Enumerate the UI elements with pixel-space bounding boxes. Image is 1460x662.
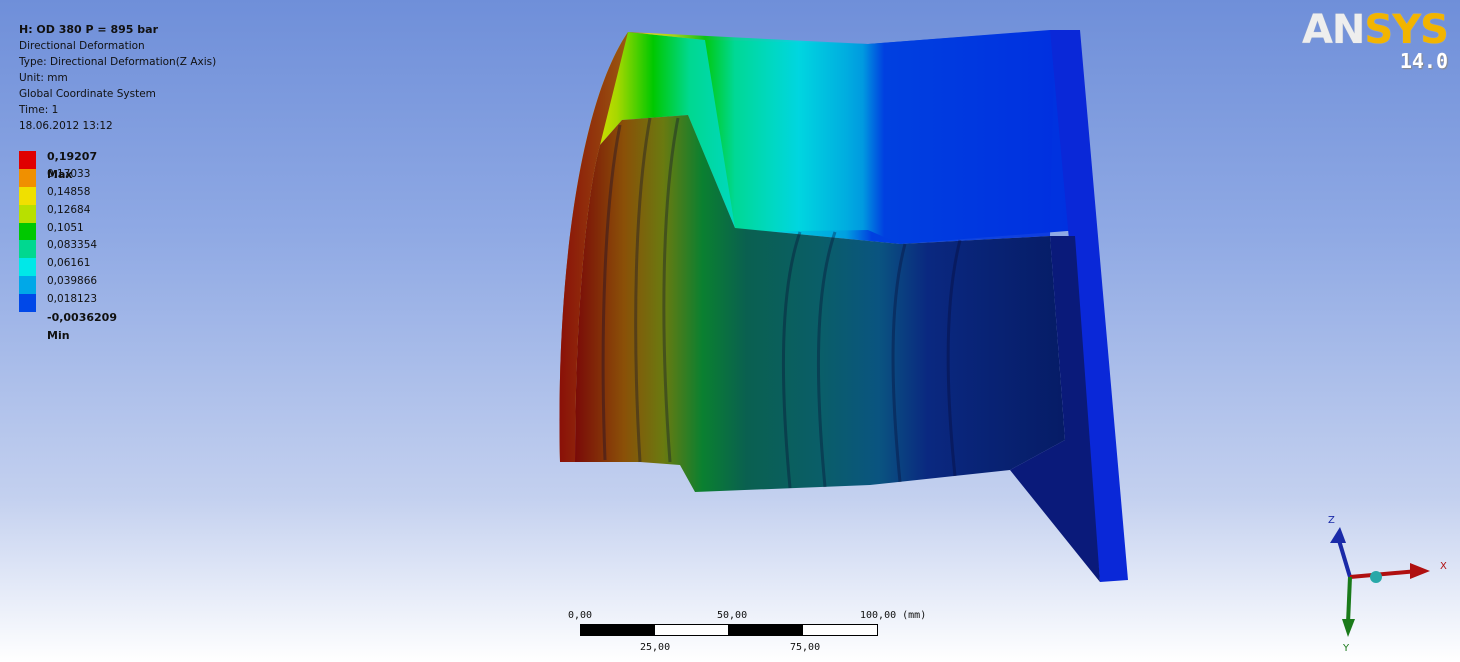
scale-label-100: 100,00 (mm) xyxy=(860,610,927,621)
scale-segment-3 xyxy=(728,624,804,636)
legend-band xyxy=(19,258,36,277)
z-axis-label: Z xyxy=(1328,515,1335,526)
analysis-title: H: OD 380 P = 895 bar xyxy=(19,23,158,36)
y-axis-arrow xyxy=(1342,619,1355,637)
inner-bore-surface xyxy=(575,115,1065,492)
x-axis-label: X xyxy=(1440,561,1447,572)
legend-band xyxy=(19,294,36,313)
result-unit: Unit: mm xyxy=(19,72,68,84)
legend-color-bar xyxy=(19,151,36,313)
outer-ring-surface xyxy=(628,30,1055,244)
scale-label-50: 50,00 xyxy=(717,610,748,621)
end-plate-side xyxy=(1050,30,1128,582)
z-axis-arrow xyxy=(1330,527,1346,543)
legend-max-label: 0,19207 Max xyxy=(47,150,98,181)
legend-value: 0,14858 xyxy=(47,185,91,198)
scale-segment-1 xyxy=(580,624,656,636)
scale-label-75: 75,00 xyxy=(790,642,821,653)
x-axis-arrow xyxy=(1410,563,1430,579)
legend-min-label: -0,0036209 Min xyxy=(47,311,117,342)
triad-origin-ball xyxy=(1370,571,1382,583)
legend-band xyxy=(19,240,36,259)
ansys-logo: ANSYS 14.0 xyxy=(1301,7,1449,73)
coordinate-system: Global Coordinate System xyxy=(19,88,156,100)
legend-labels: 0,19207 Max 0,17033 0,14858 0,12684 0,10… xyxy=(47,148,117,342)
coordinate-triad[interactable]: Z X Y xyxy=(1310,505,1455,655)
scale-bar: 0,00 50,00 100,00 (mm) 25,00 75,00 xyxy=(560,606,940,656)
legend-value: 0,12684 xyxy=(47,203,91,216)
result-timestamp: 18.06.2012 13:12 xyxy=(19,120,113,132)
legend-value: 0,039866 xyxy=(47,275,98,288)
scale-label-0: 0,00 xyxy=(568,610,593,621)
legend-band xyxy=(19,276,36,295)
scale-label-25: 25,00 xyxy=(640,642,671,653)
left-face xyxy=(559,32,628,462)
legend-band xyxy=(19,204,36,223)
legend-value: 0,1051 xyxy=(47,221,84,234)
scale-segment-2 xyxy=(654,624,730,636)
logo-wordmark: ANSYS xyxy=(1301,7,1449,53)
z-axis-line xyxy=(1336,536,1352,578)
result-time: Time: 1 xyxy=(19,104,59,116)
groove-lines xyxy=(601,117,962,489)
logo-sys: SYS xyxy=(1364,7,1449,53)
legend-band xyxy=(19,168,36,187)
result-info-panel: H: OD 380 P = 895 bar Directional Deform… xyxy=(19,22,216,134)
legend-value: 0,083354 xyxy=(47,239,98,252)
legend-value: 0,06161 xyxy=(47,257,91,270)
y-axis-line xyxy=(1346,576,1352,624)
legend-band xyxy=(19,222,36,241)
x-axis-line xyxy=(1349,569,1419,579)
logo-version: 14.0 xyxy=(1399,49,1448,73)
scale-segment-4 xyxy=(802,624,878,636)
result-name: Directional Deformation xyxy=(19,40,145,52)
legend-value: 0,17033 xyxy=(47,167,91,180)
legend-band xyxy=(19,151,36,169)
legend-value: 0,018123 xyxy=(47,293,98,306)
logo-an: AN xyxy=(1301,7,1365,53)
legend-band xyxy=(19,186,36,205)
result-type: Type: Directional Deformation(Z Axis) xyxy=(19,56,217,68)
end-plate-inner xyxy=(1010,236,1100,582)
y-axis-label: Y xyxy=(1342,643,1350,654)
